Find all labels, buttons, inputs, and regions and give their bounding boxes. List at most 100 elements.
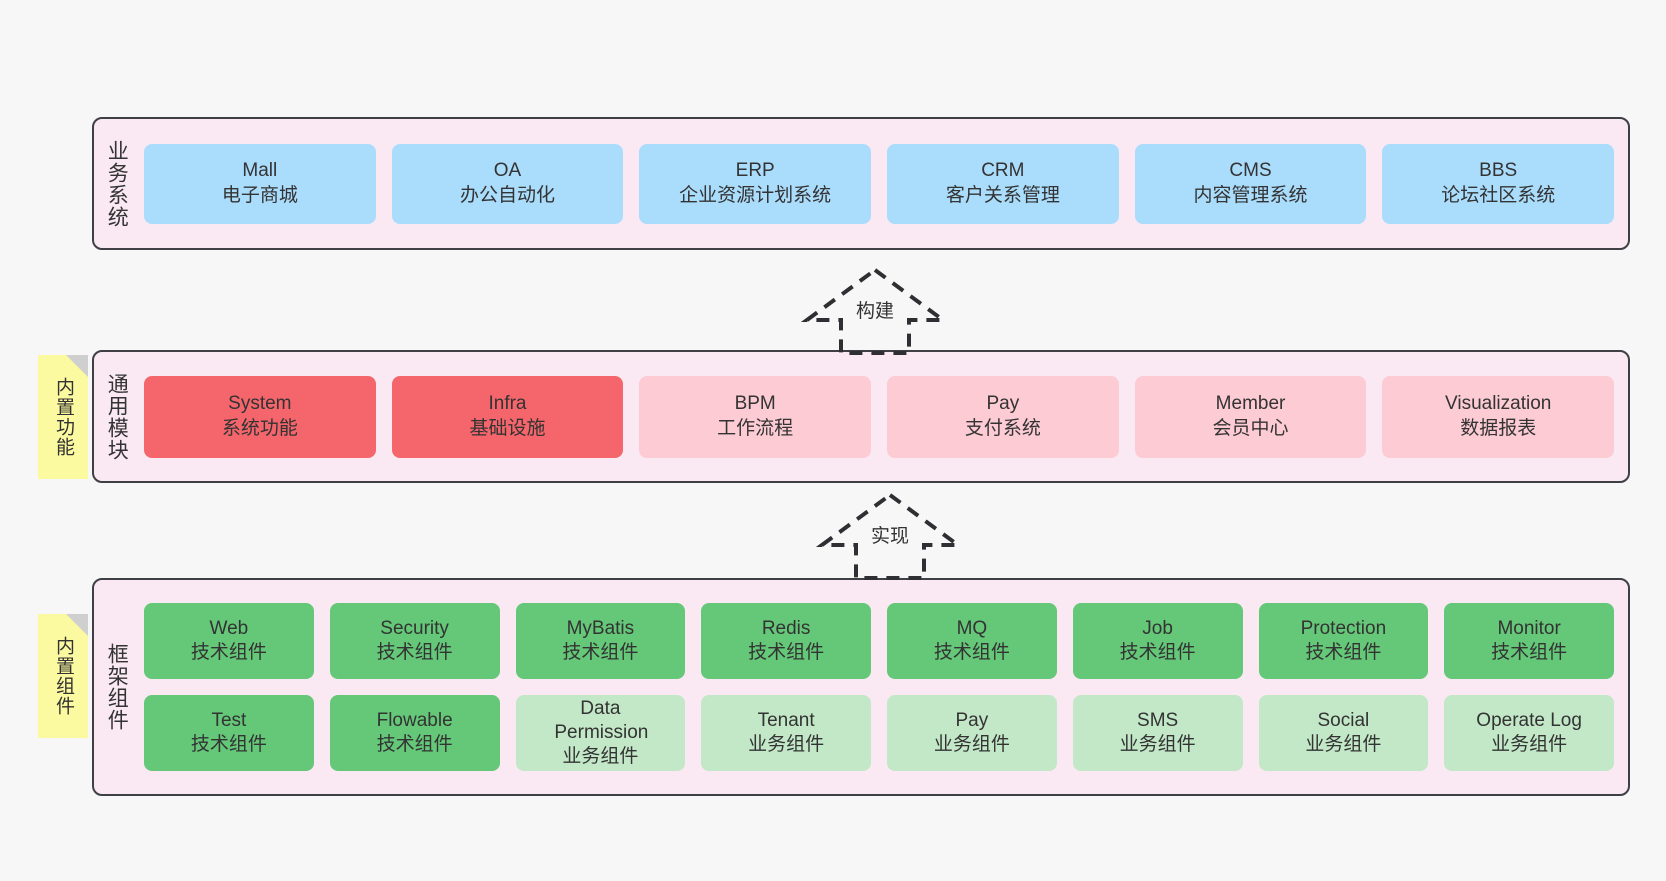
card-bbs-cn: 论坛社区系统 xyxy=(1441,184,1556,206)
card-erp-en: ERP xyxy=(735,160,775,182)
card-mq[interactable]: MQ 技术组件 xyxy=(887,603,1057,679)
card-tenant[interactable]: Tenant 业务组件 xyxy=(701,695,871,771)
layer-business-system-body: Mall 电子商城 OA 办公自动化 ERP 企业资源计划系统 CRM 客户关系… xyxy=(138,119,1628,248)
card-web-en: Web xyxy=(209,617,249,639)
card-job[interactable]: Job 技术组件 xyxy=(1072,603,1243,679)
card-member-en: Member xyxy=(1215,393,1286,415)
card-cms[interactable]: CMS 内容管理系统 xyxy=(1134,143,1367,224)
card-visualization-cn: 数据报表 xyxy=(1460,417,1537,439)
card-operate-log-cn: 业务组件 xyxy=(1491,734,1568,755)
card-infra-en: Infra xyxy=(488,393,527,415)
implement-arrow-icon xyxy=(815,492,965,580)
card-social-en: Social xyxy=(1317,709,1370,731)
card-monitor-en: Monitor xyxy=(1497,617,1561,639)
card-monitor[interactable]: Monitor 技术组件 xyxy=(1444,603,1614,679)
card-web[interactable]: Web 技术组件 xyxy=(144,603,314,679)
card-mall-cn: 电子商城 xyxy=(221,184,298,206)
card-mybatis[interactable]: MyBatis 技术组件 xyxy=(515,603,686,679)
framework-component-row-2: Test 技术组件 Flowable 技术组件 Data Permission … xyxy=(144,695,1614,771)
card-oa-en: OA xyxy=(493,160,522,182)
card-flowable-cn: 技术组件 xyxy=(376,734,453,755)
layer-common-module-title: 通用模块 xyxy=(105,372,129,461)
card-system-en: System xyxy=(228,393,292,415)
layer-framework-component-body: Web 技术组件 Security 技术组件 MyBatis 技术组件 Redi… xyxy=(138,580,1628,794)
layer-common-module-body: System 系统功能 Infra 基础设施 BPM 工作流程 Pay 支付系统… xyxy=(138,352,1628,481)
card-tenant-en: Tenant xyxy=(757,709,815,731)
card-crm-cn: 客户关系管理 xyxy=(945,184,1060,206)
card-social-cn: 业务组件 xyxy=(1305,734,1382,755)
card-crm[interactable]: CRM 客户关系管理 xyxy=(887,143,1119,224)
note-builtin-function: 内置功能 xyxy=(38,355,88,479)
card-data-permission-en: Data Permission xyxy=(554,697,649,743)
card-pay-module-cn: 支付系统 xyxy=(964,417,1041,439)
card-sms[interactable]: SMS 业务组件 xyxy=(1072,695,1243,771)
card-protection-cn: 技术组件 xyxy=(1305,642,1382,663)
card-redis-en: Redis xyxy=(761,617,811,639)
card-mall[interactable]: Mall 电子商城 xyxy=(144,143,376,224)
business-system-row: Mall 电子商城 OA 办公自动化 ERP 企业资源计划系统 CRM 客户关系… xyxy=(144,143,1615,224)
card-mybatis-cn: 技术组件 xyxy=(562,642,639,663)
note-builtin-component: 内置组件 xyxy=(38,614,88,738)
card-flowable[interactable]: Flowable 技术组件 xyxy=(329,695,500,771)
card-infra[interactable]: Infra 基础设施 xyxy=(391,375,624,458)
build-arrow-icon xyxy=(800,267,950,355)
card-redis[interactable]: Redis 技术组件 xyxy=(701,603,871,679)
card-cms-en: CMS xyxy=(1229,160,1272,182)
card-oa[interactable]: OA 办公自动化 xyxy=(391,143,624,224)
card-sms-en: SMS xyxy=(1137,709,1179,731)
card-operate-log-en: Operate Log xyxy=(1476,709,1582,731)
card-job-en: Job xyxy=(1142,617,1173,639)
card-monitor-cn: 技术组件 xyxy=(1491,642,1568,663)
card-system-cn: 系统功能 xyxy=(221,417,298,439)
card-pay-component[interactable]: Pay 业务组件 xyxy=(887,695,1057,771)
layer-business-system-title: 业务系统 xyxy=(105,139,129,228)
card-security[interactable]: Security 技术组件 xyxy=(329,603,500,679)
layer-framework-component[interactable]: 框架组件 Web 技术组件 Security 技术组件 MyBatis 技术组件… xyxy=(92,578,1630,796)
card-test-en: Test xyxy=(211,709,247,731)
card-operate-log[interactable]: Operate Log 业务组件 xyxy=(1444,695,1614,771)
card-cms-cn: 内容管理系统 xyxy=(1193,184,1308,206)
card-visualization[interactable]: Visualization 数据报表 xyxy=(1382,375,1615,458)
card-erp[interactable]: ERP 企业资源计划系统 xyxy=(639,143,872,224)
card-bpm-en: BPM xyxy=(734,393,776,415)
card-tenant-cn: 业务组件 xyxy=(748,734,825,755)
card-web-cn: 技术组件 xyxy=(190,642,267,663)
card-data-permission-cn: 业务组件 xyxy=(562,746,639,768)
card-pay-component-cn: 业务组件 xyxy=(933,734,1010,755)
card-security-cn: 技术组件 xyxy=(376,642,453,663)
note-builtin-function-label: 内置功能 xyxy=(53,377,75,457)
card-flowable-en: Flowable xyxy=(376,709,453,731)
card-social[interactable]: Social 业务组件 xyxy=(1258,695,1429,771)
card-data-permission[interactable]: Data Permission 业务组件 xyxy=(515,695,686,771)
card-member[interactable]: Member 会员中心 xyxy=(1134,375,1367,458)
card-security-en: Security xyxy=(380,617,449,639)
card-mq-cn: 技术组件 xyxy=(933,642,1010,663)
card-sms-cn: 业务组件 xyxy=(1119,734,1196,755)
card-test-cn: 技术组件 xyxy=(190,734,267,755)
note-builtin-component-label: 内置组件 xyxy=(53,636,75,716)
card-infra-cn: 基础设施 xyxy=(469,417,546,439)
implement-arrow: 实现 xyxy=(815,490,965,580)
card-system[interactable]: System 系统功能 xyxy=(144,375,376,458)
card-member-cn: 会员中心 xyxy=(1212,417,1289,439)
card-redis-cn: 技术组件 xyxy=(748,642,825,663)
card-crm-en: CRM xyxy=(981,160,1025,182)
card-erp-cn: 企业资源计划系统 xyxy=(679,184,832,206)
card-bpm[interactable]: BPM 工作流程 xyxy=(639,375,872,458)
card-bbs-en: BBS xyxy=(1479,160,1518,182)
layer-common-module[interactable]: 通用模块 System 系统功能 Infra 基础设施 BPM 工作流程 Pay… xyxy=(92,350,1630,483)
card-protection[interactable]: Protection 技术组件 xyxy=(1258,603,1429,679)
layer-framework-component-title: 框架组件 xyxy=(105,643,129,731)
card-job-cn: 技术组件 xyxy=(1119,642,1196,663)
card-pay-module-en: Pay xyxy=(986,393,1020,415)
layer-business-system[interactable]: 业务系统 Mall 电子商城 OA 办公自动化 ERP 企业资源计划系统 CRM… xyxy=(92,117,1630,250)
build-arrow: 构建 xyxy=(800,265,950,355)
card-pay-module[interactable]: Pay 支付系统 xyxy=(887,375,1119,458)
card-bbs[interactable]: BBS 论坛社区系统 xyxy=(1382,143,1615,224)
card-pay-component-en: Pay xyxy=(955,709,989,731)
card-mybatis-en: MyBatis xyxy=(566,617,635,639)
card-test[interactable]: Test 技术组件 xyxy=(144,695,314,771)
card-mall-en: Mall xyxy=(242,160,278,182)
card-visualization-en: Visualization xyxy=(1445,393,1552,415)
